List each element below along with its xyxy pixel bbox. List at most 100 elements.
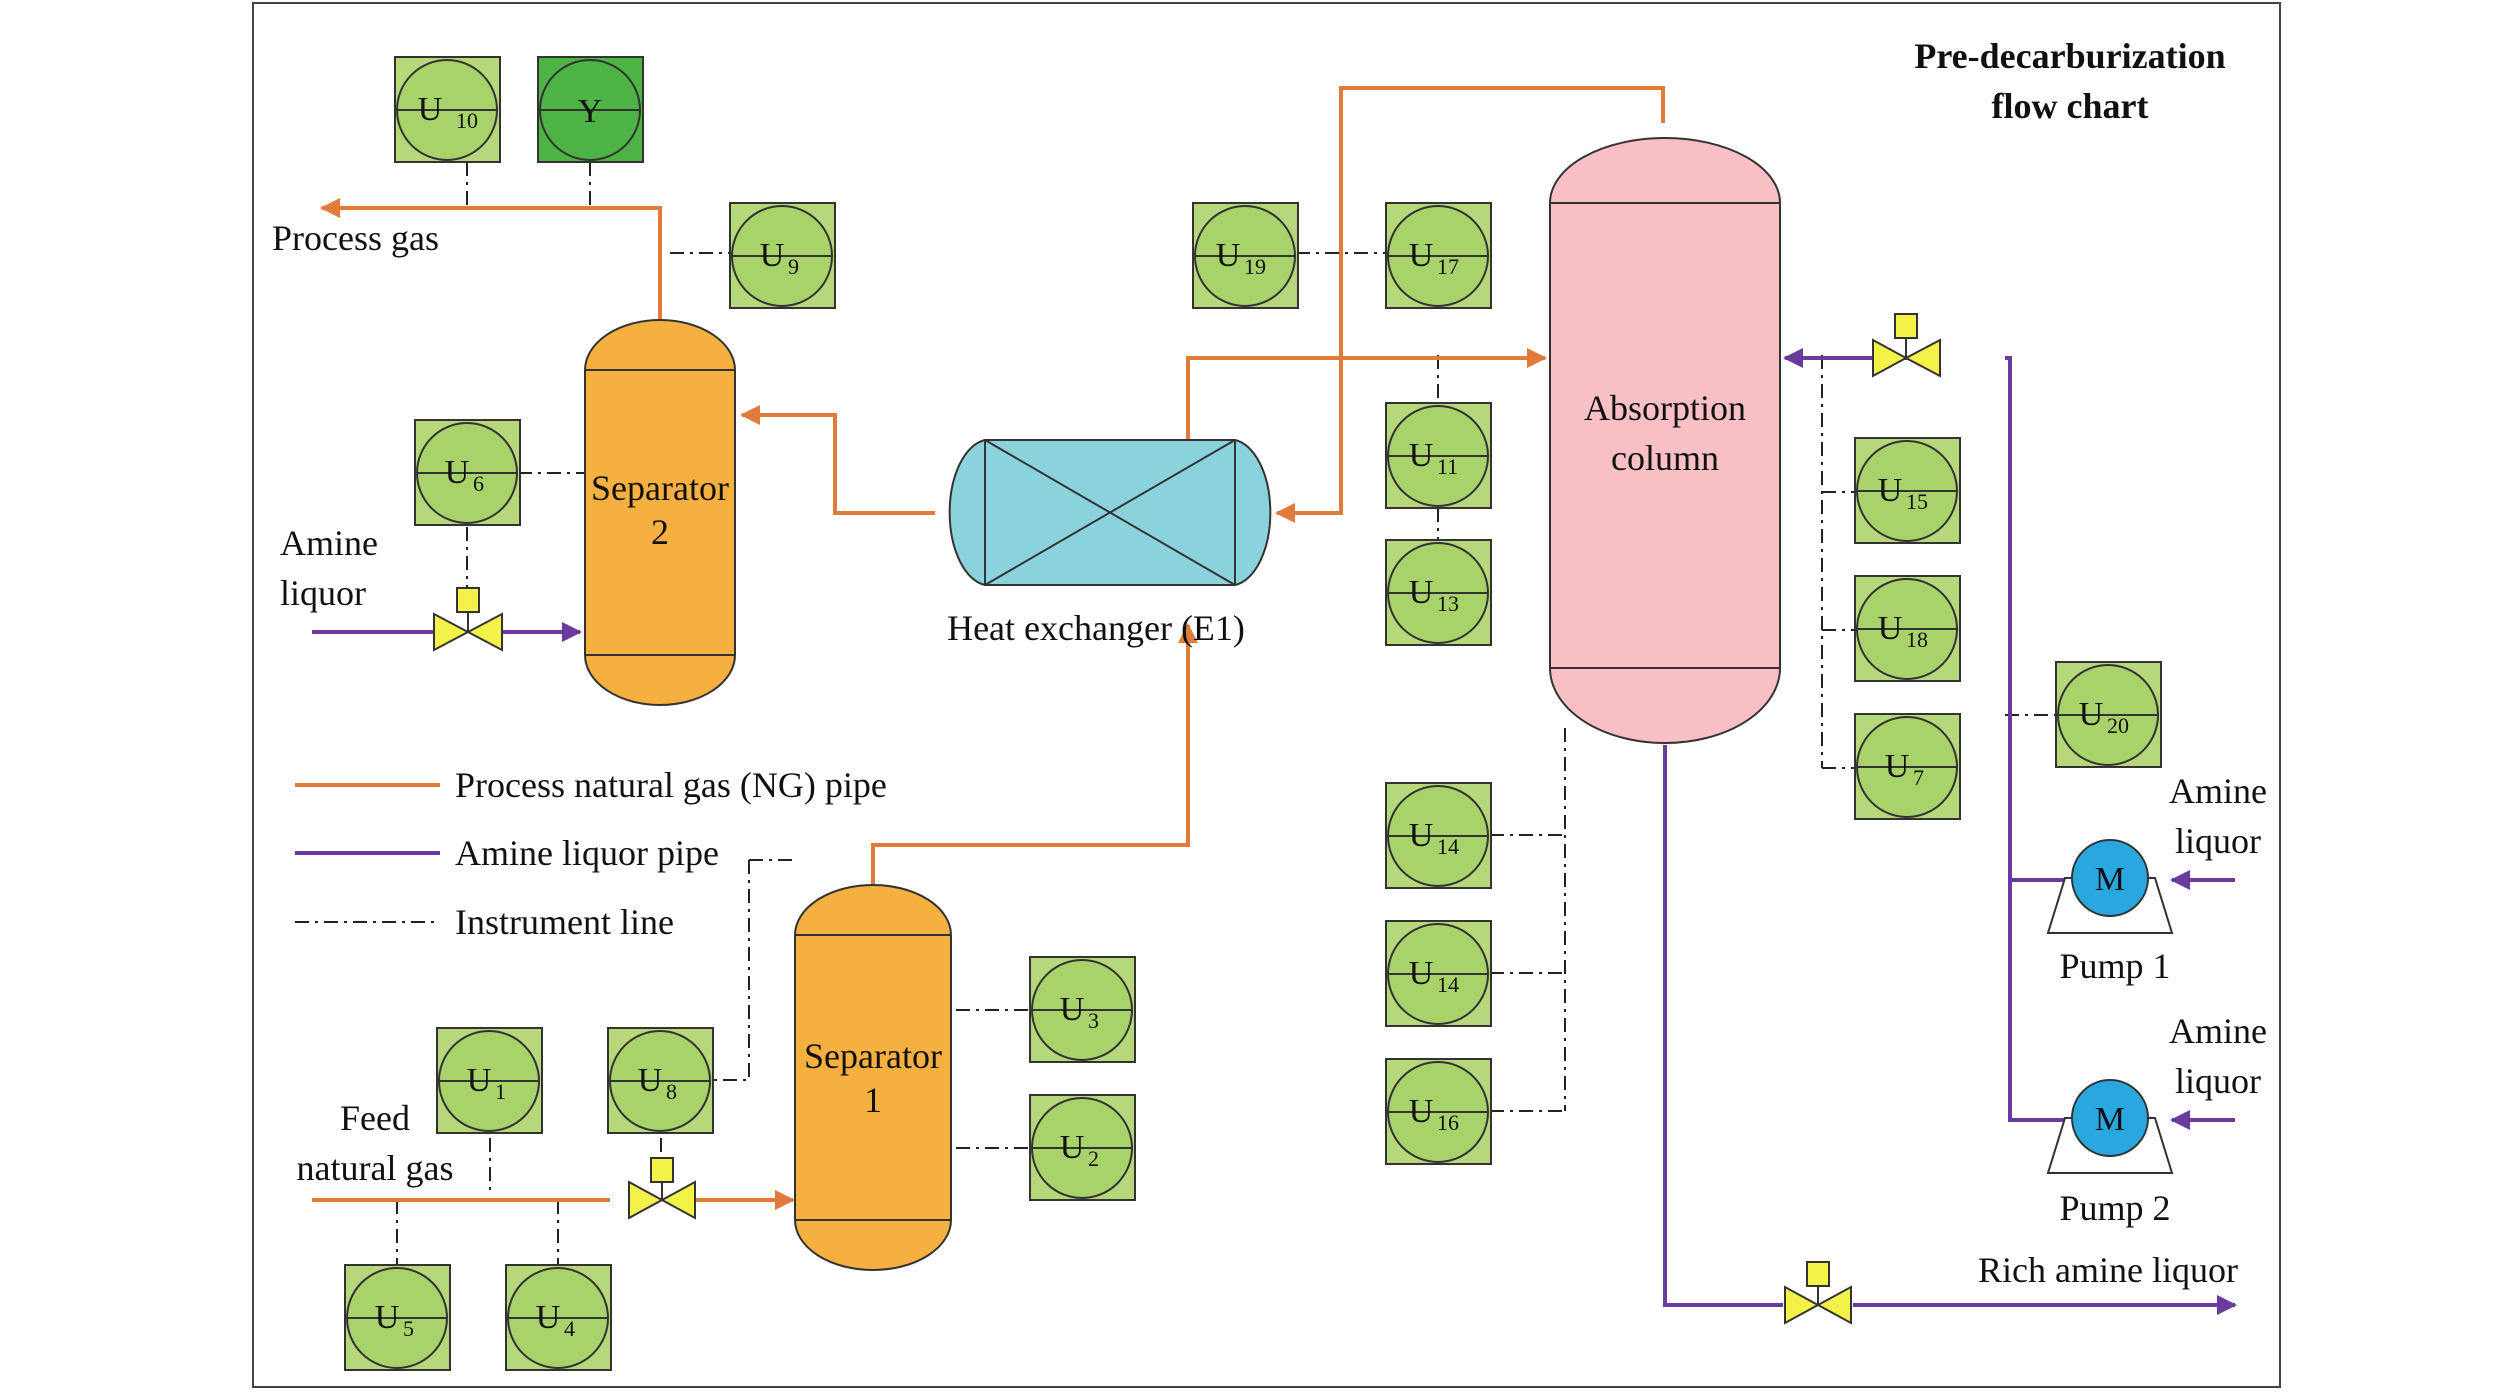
unit-u11-sub: 11	[1437, 454, 1458, 479]
separator-1-label-line2: 1	[864, 1080, 882, 1120]
unit-u18: U 18	[1854, 575, 1961, 682]
valve-rich-amine	[1784, 1261, 1852, 1325]
unit-u2-label: U	[1060, 1129, 1085, 1166]
valve-lean-amine	[1872, 313, 1941, 378]
absorption-column-label-line1: Absorption	[1584, 388, 1746, 428]
unit-u3-label: U	[1060, 991, 1085, 1028]
unit-u16: U 16	[1385, 1058, 1492, 1165]
unit-u5-sub: 5	[403, 1316, 414, 1341]
legend-instrument-label: Instrument line	[455, 902, 674, 942]
legend-ng-label: Process natural gas (NG) pipe	[455, 765, 887, 805]
amine-inlet-pump2-line1: Amine	[2169, 1011, 2267, 1051]
unit-u7-sub: 7	[1913, 765, 1924, 790]
unit-u2: U 2	[1029, 1094, 1136, 1201]
unit-u6: U 6	[414, 419, 521, 526]
unit-u11-label: U	[1409, 437, 1434, 474]
chart-title-line2: flow chart	[1992, 86, 2149, 126]
unit-u14-middle-sub: 14	[1437, 972, 1459, 997]
unit-u11: U 11	[1385, 402, 1492, 509]
unit-u7-label: U	[1885, 748, 1910, 785]
separator-1-label-line1: Separator	[804, 1036, 942, 1076]
unit-u19-label: U	[1216, 237, 1241, 274]
unit-u6-sub: 6	[473, 471, 484, 496]
unit-u14-top-label: U	[1409, 817, 1434, 854]
unit-u9-sub: 9	[788, 254, 799, 279]
process-gas-label: Process gas	[272, 218, 439, 258]
unit-u18-label: U	[1878, 610, 1903, 647]
unit-u9: U 9	[729, 202, 836, 309]
absorption-column-label-line2: column	[1611, 438, 1719, 478]
unit-y-label: Y	[578, 93, 603, 130]
unit-u13-sub: 13	[1437, 591, 1459, 616]
unit-u10: U 10	[394, 56, 501, 163]
rich-amine-label: Rich amine liquor	[1978, 1250, 2238, 1290]
separator-1: Separator 1	[794, 884, 952, 1271]
unit-u17-label: U	[1409, 237, 1434, 274]
valve-amine-separator2	[433, 587, 503, 652]
pump-icon	[2071, 839, 2149, 917]
unit-u3-sub: 3	[1088, 1008, 1099, 1033]
unit-y: Y	[537, 56, 644, 163]
unit-u1-sub: 1	[495, 1079, 506, 1104]
unit-u19: U 19	[1192, 202, 1299, 309]
unit-u5-label: U	[375, 1299, 400, 1336]
heat-exchanger-label: Heat exchanger (E1)	[947, 608, 1245, 648]
unit-u15-sub: 15	[1906, 489, 1928, 514]
unit-u14-middle-label: U	[1409, 955, 1434, 992]
chart-title-line1: Pre-decarburization	[1914, 36, 2225, 76]
unit-u13-label: U	[1409, 574, 1434, 611]
amine-inlet-pump2-line2: liquor	[2175, 1061, 2261, 1101]
unit-u7: U 7	[1854, 713, 1961, 820]
ng-pipes	[312, 86, 1665, 1210]
unit-u20-label: U	[2079, 696, 2104, 733]
unit-u1: U 1	[436, 1027, 543, 1134]
unit-u15-label: U	[1878, 472, 1903, 509]
absorption-column: Absorption column	[1549, 137, 1781, 744]
unit-u16-label: U	[1409, 1093, 1434, 1130]
unit-u14-middle: U 14	[1385, 920, 1492, 1027]
separator-2: Separator 2	[584, 319, 736, 706]
unit-u14-top: U 14	[1385, 782, 1492, 889]
instrument-lines	[396, 162, 2056, 1265]
pump-2: M Pump 2	[2046, 1079, 2174, 1228]
unit-u16-sub: 16	[1437, 1110, 1459, 1135]
pump-1-motor-label: M	[2095, 861, 2125, 898]
unit-u1-label: U	[467, 1062, 492, 1099]
pump-2-label: Pump 2	[2059, 1188, 2170, 1228]
unit-u10-sub: 10	[456, 108, 478, 133]
unit-u4-sub: 4	[564, 1316, 575, 1341]
unit-u17-sub: 17	[1437, 254, 1459, 279]
legend: Process natural gas (NG) pipe Amine liqu…	[295, 765, 887, 942]
unit-u8-label: U	[638, 1062, 663, 1099]
feed-label-line1: Feed	[340, 1098, 410, 1138]
unit-u2-sub: 2	[1088, 1146, 1099, 1171]
unit-u13: U 13	[1385, 539, 1492, 646]
legend-amine-label: Amine liquor pipe	[455, 833, 719, 873]
heat-exchanger: Heat exchanger (E1)	[947, 439, 1272, 648]
amine-inlet-left-line1: Amine	[280, 523, 378, 563]
unit-u20-sub: 20	[2107, 713, 2129, 738]
unit-u19-sub: 19	[1244, 254, 1266, 279]
pump-2-motor-label: M	[2095, 1101, 2125, 1138]
unit-u9-label: U	[760, 237, 785, 274]
unit-u4: U 4	[505, 1264, 612, 1371]
unit-u10-label: U	[418, 91, 443, 128]
unit-u20: U 20	[2055, 661, 2162, 768]
amine-inlet-pump1-line2: liquor	[2175, 821, 2261, 861]
figure-frame	[252, 2, 2281, 1388]
unit-u18-sub: 18	[1906, 627, 1928, 652]
unit-u14-top-sub: 14	[1437, 834, 1459, 859]
amine-inlet-left-line2: liquor	[280, 573, 366, 613]
unit-u5: U 5	[344, 1264, 451, 1371]
unit-u8: U 8	[607, 1027, 714, 1134]
pump-1: M Pump 1	[2046, 839, 2174, 986]
unit-u17: U 17	[1385, 202, 1492, 309]
separator-2-label-line2: 2	[651, 512, 669, 552]
separator-2-label-line1: Separator	[591, 468, 729, 508]
feed-label-line2: natural gas	[297, 1148, 454, 1188]
pump-icon	[2071, 1079, 2149, 1157]
unit-u8-sub: 8	[666, 1079, 677, 1104]
unit-u3: U 3	[1029, 956, 1136, 1063]
unit-u6-label: U	[445, 454, 470, 491]
